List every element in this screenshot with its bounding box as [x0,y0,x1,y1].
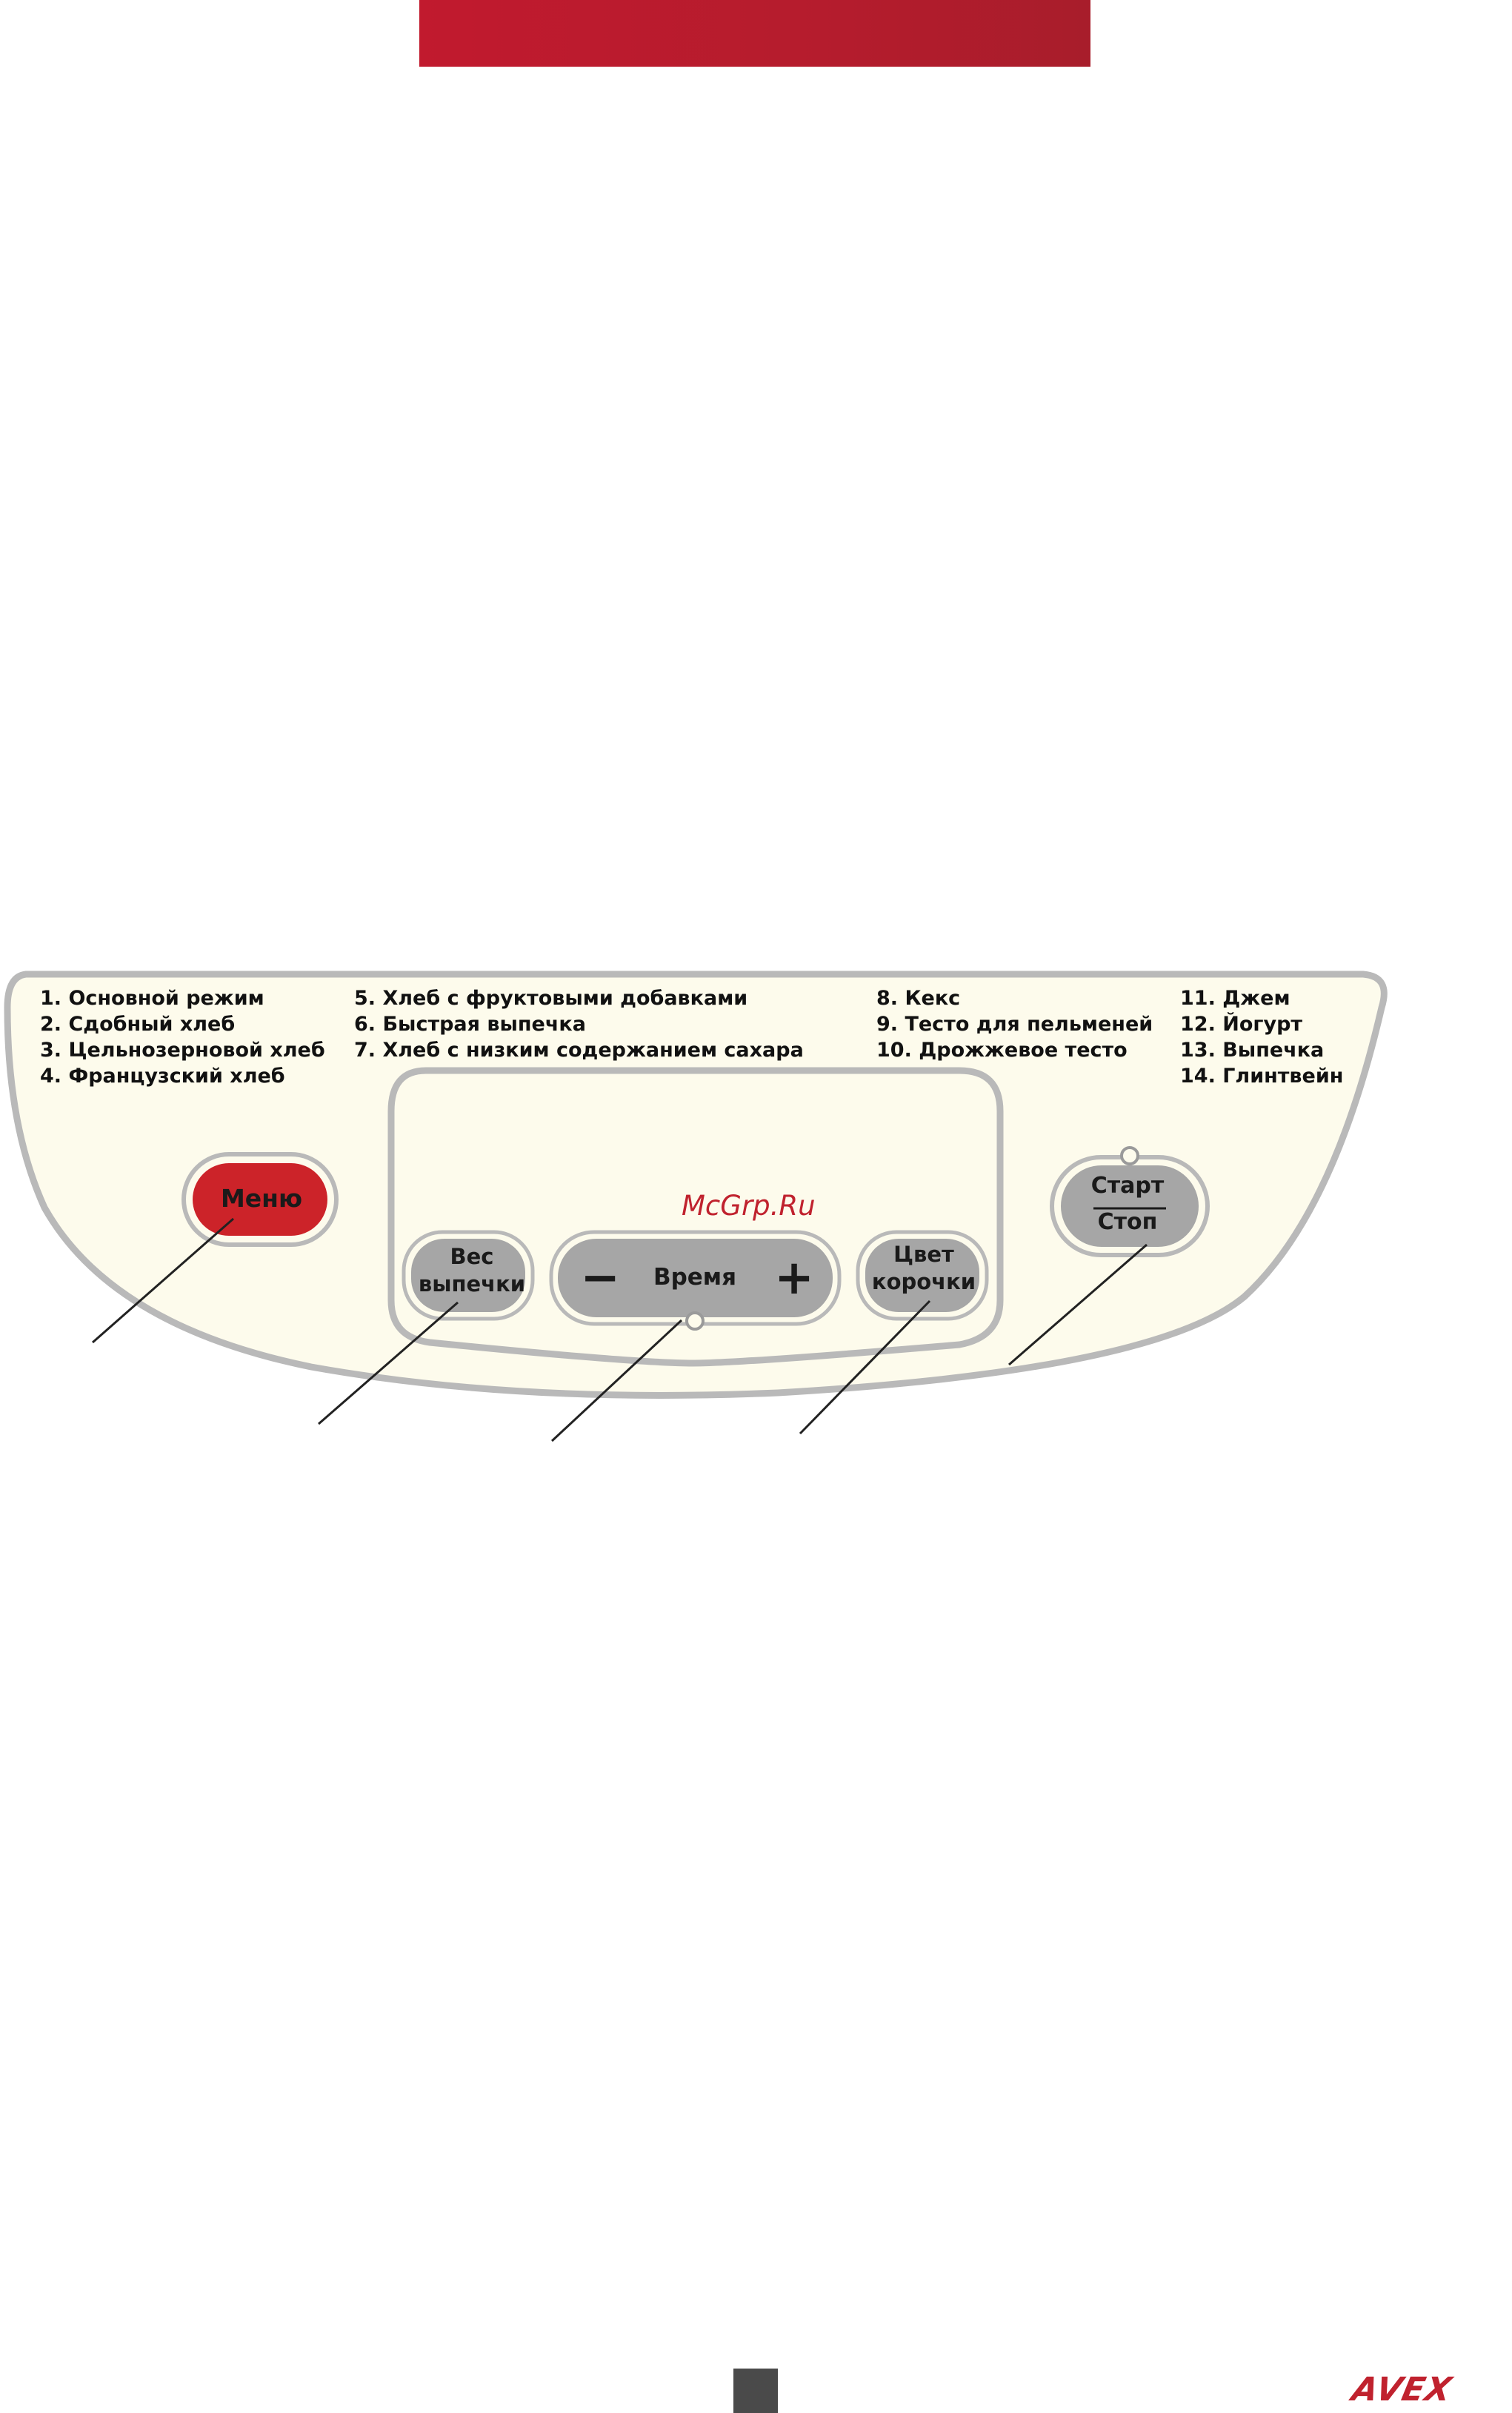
mode-list-column-3: 8. Кекс 9. Тесто для пельменей 10. Дрожж… [876,985,1153,1063]
callout-line-weight [318,1301,459,1425]
mode-list-column-2: 5. Хлеб с фруктовыми добавками 6. Быстра… [354,985,804,1063]
indicator-light-icon [685,1311,705,1331]
mode-item: 7. Хлеб с низким содержанием сахара [354,1039,804,1062]
header-bar [419,0,1090,67]
mode-item: 12. Йогурт [1180,1013,1303,1036]
menu-button-shape [193,1163,327,1236]
minus-icon[interactable]: − [580,1251,620,1305]
mode-item: 13. Выпечка [1180,1039,1325,1062]
crust-button-label-line1: Цвет [893,1242,954,1267]
page-number-tab [733,2369,778,2413]
plus-icon[interactable]: + [774,1251,814,1305]
callout-line-crust [799,1299,931,1435]
callout-line-menu [92,1217,234,1344]
mode-item: 2. Сдобный хлеб [40,1013,236,1036]
start-button[interactable]: Старт [1090,1173,1165,1199]
time-button[interactable]: Время [653,1264,737,1291]
mode-item: 6. Быстрая выпечка [354,1013,586,1036]
mode-list-column-1: 1. Основной режим 2. Сдобный хлеб 3. Цел… [40,985,325,1089]
indicator-light-icon [1120,1146,1139,1165]
crust-button-shape [865,1239,979,1312]
mode-item: 11. Джем [1180,987,1290,1010]
weight-button-label-line2: выпечки [418,1271,526,1297]
weight-button-label-line1: Вес [450,1244,494,1269]
display-window [387,1067,1004,1367]
mode-list-column-4: 11. Джем 12. Йогурт 13. Выпечка 14. Глин… [1180,985,1343,1089]
weight-button[interactable]: Вес выпечки [409,1243,535,1298]
mode-item: 10. Дрожжевое тесто [876,1039,1128,1062]
mode-item: 8. Кекс [876,987,961,1010]
stop-button[interactable]: Стоп [1097,1209,1158,1235]
brand-logo: AVEX [1348,2371,1456,2409]
start-stop-button-shape [1061,1165,1199,1247]
time-button-shape [558,1239,833,1317]
mode-item: 5. Хлеб с фруктовыми добавками [354,987,748,1010]
callout-line-time [550,1319,683,1442]
watermark-text: McGrp.Ru [682,1190,816,1222]
mode-item: 14. Глинтвейн [1180,1065,1344,1088]
mode-item: 3. Цельнозерновой хлеб [40,1039,325,1062]
callout-line-start-stop [1008,1243,1148,1366]
mode-item: 1. Основной режим [40,987,264,1010]
mode-item: 4. Французский хлеб [40,1065,285,1088]
mode-item: 9. Тесто для пельменей [876,1013,1153,1036]
menu-button[interactable]: Меню [220,1184,303,1213]
crust-color-button[interactable]: Цвет корочки [861,1241,987,1296]
weight-button-shape [411,1239,525,1312]
crust-button-label-line2: корочки [871,1269,976,1294]
